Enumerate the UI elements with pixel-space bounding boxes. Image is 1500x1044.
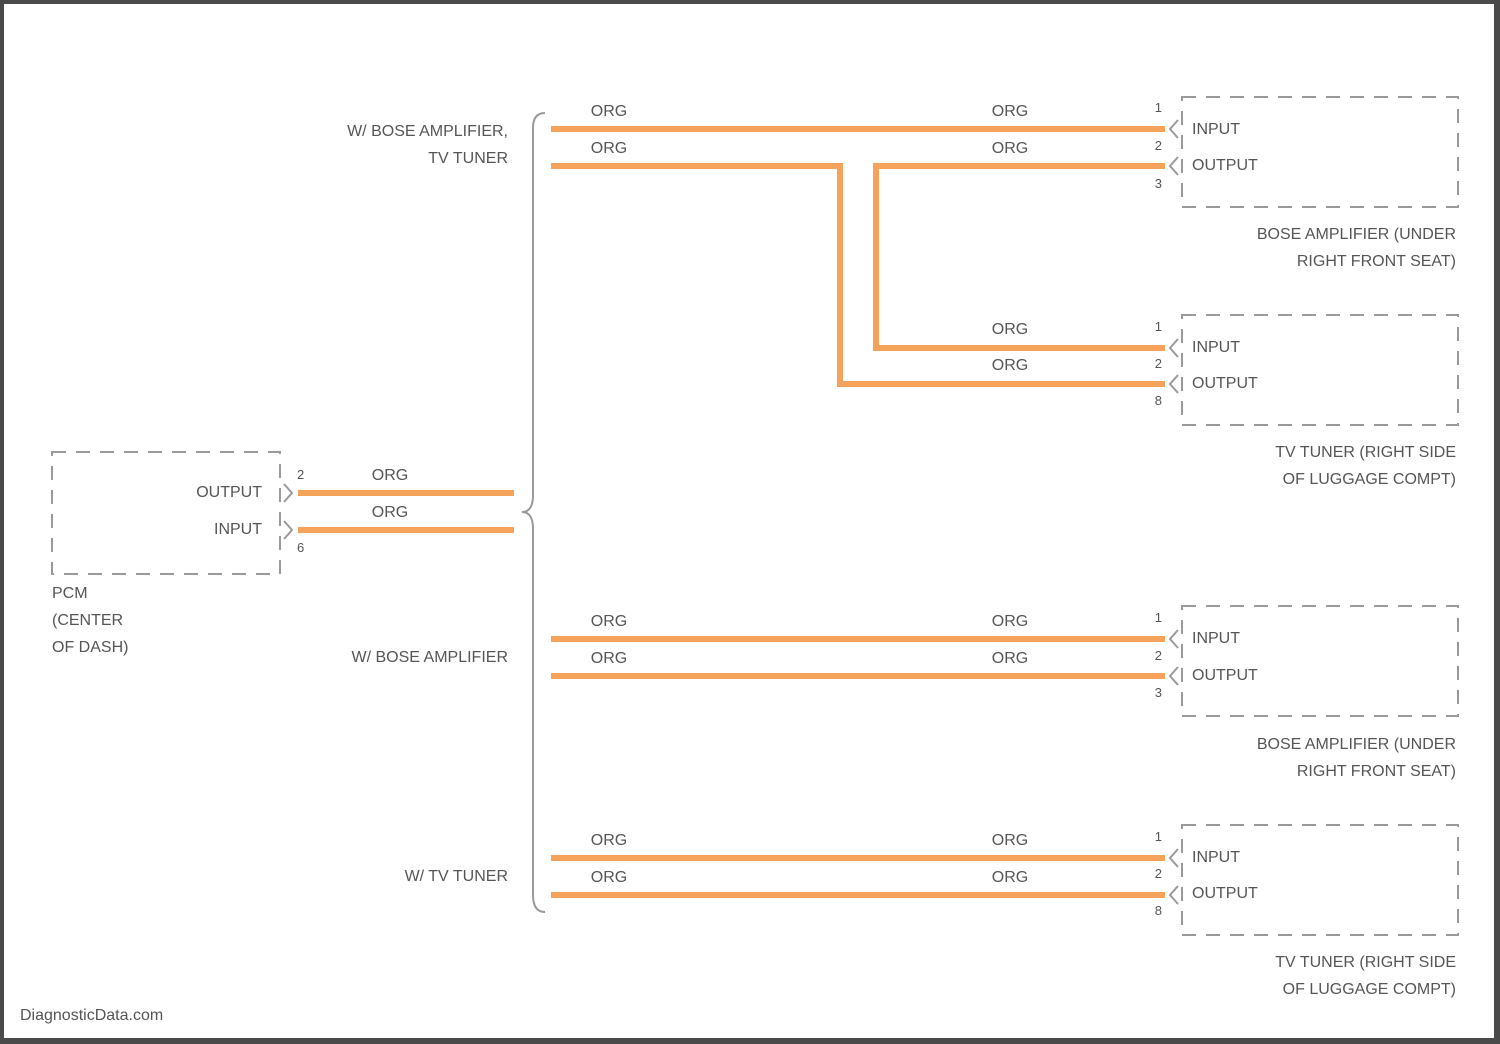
component-3-name-line-1: BOSE AMPLIFIER (UNDER [1257, 736, 1456, 753]
component-3-input-label: INPUT [1192, 630, 1240, 647]
component-4-connector-output [1170, 886, 1178, 904]
g1-right-bottom-label: ORG [992, 140, 1028, 157]
option-brace [522, 113, 545, 912]
component-2-box [1182, 315, 1458, 425]
g3-right-top-label: ORG [992, 832, 1028, 849]
component-1-connector-output [1170, 157, 1178, 175]
component-4-output-label: OUTPUT [1192, 885, 1258, 902]
component-1-name-line-2: RIGHT FRONT SEAT) [1297, 253, 1456, 270]
component-4-pin-1: 1 [1155, 829, 1162, 844]
component-2-connector-input [1170, 339, 1178, 357]
component-1-pin-3: 3 [1155, 176, 1162, 191]
g1b-right-bottom-label: ORG [992, 357, 1028, 374]
g3-left-top-label: ORG [591, 832, 627, 849]
component-4-connector-input [1170, 849, 1178, 867]
component-3-connector-input [1170, 630, 1178, 648]
component-3-box [1182, 606, 1458, 716]
g1-wire-output-tv [551, 166, 1165, 384]
component-3-pin-2: 2 [1155, 648, 1162, 663]
pcm-pin-input: 6 [297, 540, 304, 555]
component-3-pin-3: 3 [1155, 685, 1162, 700]
component-2-connector-output [1170, 375, 1178, 393]
pcm-name-line-1: PCM [52, 585, 88, 602]
component-2-name-line-1: TV TUNER (RIGHT SIDE [1275, 444, 1456, 461]
component-4-input-label: INPUT [1192, 849, 1240, 866]
component-2-input-label: INPUT [1192, 339, 1240, 356]
component-4-box [1182, 825, 1458, 935]
group2-label: W/ BOSE AMPLIFIER [352, 649, 508, 666]
pcm-module: OUTPUT INPUT 2 6 PCM (CENTER OF DASH) [52, 452, 304, 656]
component-bose-amplifier-1: 1 2 3 INPUT OUTPUT BOSE AMPLIFIER (UNDER… [1155, 97, 1458, 270]
diagram-canvas: OUTPUT INPUT 2 6 PCM (CENTER OF DASH) OR… [4, 4, 1494, 1038]
g2-right-bottom-label: ORG [992, 650, 1028, 667]
component-bose-amplifier-2: 1 2 3 INPUT OUTPUT BOSE AMPLIFIER (UNDER… [1155, 606, 1458, 780]
g3-right-bottom-label: ORG [992, 869, 1028, 886]
g2-left-top-label: ORG [591, 613, 627, 630]
pcm-pin-output: 2 [297, 467, 304, 482]
pcm-wire-label-bottom: ORG [372, 504, 408, 521]
watermark: DiagnosticData.com [20, 1007, 163, 1024]
component-1-output-label: OUTPUT [1192, 157, 1258, 174]
pcm-wire-label-top: ORG [372, 467, 408, 484]
g2-right-top-label: ORG [992, 613, 1028, 630]
wiring-diagram: OUTPUT INPUT 2 6 PCM (CENTER OF DASH) OR… [4, 4, 1494, 1038]
component-1-name-line-1: BOSE AMPLIFIER (UNDER [1257, 226, 1456, 243]
pcm-box [52, 452, 280, 574]
pcm-input-label: INPUT [214, 521, 262, 538]
component-tv-tuner-1: 1 2 8 INPUT OUTPUT TV TUNER (RIGHT SIDE … [1155, 315, 1458, 488]
g3-left-bottom-label: ORG [591, 869, 627, 886]
component-1-input-label: INPUT [1192, 121, 1240, 138]
group1-label-line-2: TV TUNER [428, 150, 508, 167]
component-1-pin-2: 2 [1155, 138, 1162, 153]
component-3-connector-output [1170, 667, 1178, 685]
group3-label: W/ TV TUNER [405, 868, 508, 885]
component-4-name-line-2: OF LUGGAGE COMPT) [1283, 981, 1456, 998]
component-2-pin-2: 2 [1155, 356, 1162, 371]
pcm-name-line-2: (CENTER [52, 612, 123, 629]
component-2-output-label: OUTPUT [1192, 375, 1258, 392]
pcm-connector-input [284, 521, 292, 539]
g1-left-bottom-label: ORG [591, 140, 627, 157]
component-3-pin-1: 1 [1155, 610, 1162, 625]
g1-right-top-label: ORG [992, 103, 1028, 120]
component-1-connector-input [1170, 120, 1178, 138]
g1b-right-top-label: ORG [992, 321, 1028, 338]
component-2-pin-3: 8 [1155, 393, 1162, 408]
group1-label-line-1: W/ BOSE AMPLIFIER, [347, 123, 508, 140]
component-4-pin-2: 2 [1155, 866, 1162, 881]
component-4-pin-3: 8 [1155, 903, 1162, 918]
g1-left-top-label: ORG [591, 103, 627, 120]
pcm-name-line-3: OF DASH) [52, 639, 128, 656]
component-3-name-line-2: RIGHT FRONT SEAT) [1297, 763, 1456, 780]
component-1-pin-1: 1 [1155, 100, 1162, 115]
component-1-box [1182, 97, 1458, 207]
pcm-connector-output [284, 484, 292, 502]
component-2-name-line-2: OF LUGGAGE COMPT) [1283, 471, 1456, 488]
component-3-output-label: OUTPUT [1192, 667, 1258, 684]
component-tv-tuner-2: 1 2 8 INPUT OUTPUT TV TUNER (RIGHT SIDE … [1155, 825, 1458, 998]
pcm-output-label: OUTPUT [196, 484, 262, 501]
component-4-name-line-1: TV TUNER (RIGHT SIDE [1275, 954, 1456, 971]
component-2-pin-1: 1 [1155, 319, 1162, 334]
g2-left-bottom-label: ORG [591, 650, 627, 667]
